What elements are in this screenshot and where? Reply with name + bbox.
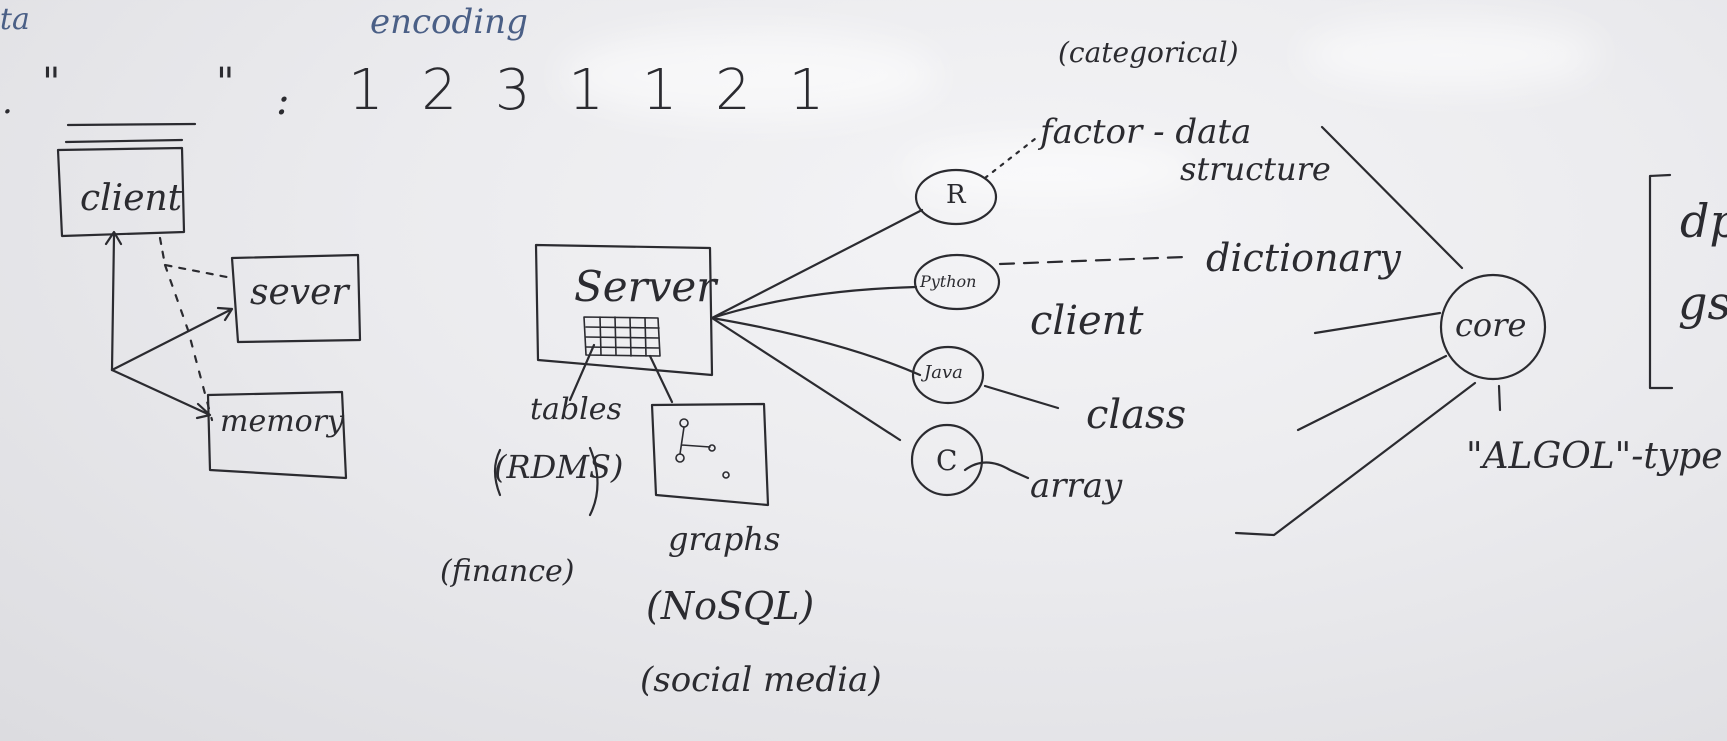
class-label: class bbox=[1086, 392, 1187, 438]
core-circle bbox=[1439, 273, 1547, 381]
nosql-label: (NoSQL) bbox=[646, 584, 815, 628]
quote-close: " bbox=[216, 60, 235, 106]
server-box bbox=[534, 243, 714, 377]
python-label: Python bbox=[920, 272, 977, 291]
spoke-1 bbox=[1320, 125, 1464, 270]
graphs-box bbox=[650, 402, 770, 507]
spoke-4 bbox=[1234, 381, 1477, 537]
graph-icon bbox=[675, 418, 730, 479]
categorical-label: (categorical) bbox=[1058, 36, 1239, 69]
dotted-client-memory bbox=[163, 263, 214, 422]
cut-text-gs: gs bbox=[1678, 276, 1727, 330]
cut-word-ata: ata bbox=[0, 2, 30, 37]
line-server-python bbox=[710, 285, 918, 320]
arrow-to-memory bbox=[110, 368, 212, 420]
dictionary-label: dictionary bbox=[1206, 236, 1401, 280]
leading-dot: . bbox=[2, 82, 13, 122]
social-media-label: (social media) bbox=[640, 660, 882, 700]
sever-label: sever bbox=[250, 272, 349, 313]
graphs-label: graphs bbox=[668, 520, 781, 558]
memory-box bbox=[206, 390, 348, 480]
r-circle bbox=[914, 168, 998, 226]
dashed-r-factor bbox=[983, 133, 1042, 180]
client-label: client bbox=[80, 178, 183, 219]
spoke-3 bbox=[1296, 354, 1448, 432]
dashed-python-dictionary bbox=[998, 255, 1187, 266]
line-server-c bbox=[710, 316, 902, 442]
arrow-up-to-client bbox=[104, 230, 123, 372]
core-label: core bbox=[1455, 306, 1527, 344]
right-bracket bbox=[1648, 173, 1674, 390]
rdms-label: (RDMS) bbox=[494, 448, 624, 486]
client-box bbox=[56, 146, 186, 238]
java-circle bbox=[911, 345, 985, 405]
server-label: Server bbox=[574, 262, 717, 311]
tables-label: tables bbox=[530, 392, 622, 427]
line-c-array bbox=[963, 461, 1030, 480]
array-label: array bbox=[1030, 466, 1123, 506]
structure-label: structure bbox=[1180, 150, 1331, 188]
finance-label: (finance) bbox=[440, 554, 575, 589]
c-label: C bbox=[936, 444, 958, 477]
encoded-values: 1 2 3 1 1 2 1 bbox=[348, 58, 835, 123]
quote-open: " bbox=[42, 60, 61, 106]
table-grid-icon bbox=[583, 316, 661, 357]
client-lang-label: client bbox=[1030, 298, 1144, 344]
sever-box bbox=[230, 253, 362, 344]
c-circle bbox=[910, 423, 984, 497]
python-circle bbox=[913, 253, 1001, 311]
algol-label: "ALGOL"-type bbox=[1466, 436, 1723, 477]
java-label: Java bbox=[924, 362, 963, 383]
cut-text-dp: dp bbox=[1680, 194, 1727, 248]
factor-label: factor - data bbox=[1040, 112, 1252, 152]
line-java-class bbox=[983, 384, 1060, 410]
spoke-2 bbox=[1313, 311, 1442, 335]
core-tick bbox=[1497, 384, 1502, 412]
arrow-to-sever bbox=[110, 306, 234, 372]
blank-underline bbox=[66, 122, 197, 127]
memory-label: memory bbox=[220, 404, 344, 439]
encoding-label: encoding bbox=[370, 2, 528, 42]
r-label: R bbox=[946, 180, 966, 210]
line-server-java bbox=[710, 316, 922, 377]
colon: : bbox=[276, 78, 290, 124]
dotted-client-sever bbox=[158, 236, 234, 280]
line-server-r bbox=[710, 208, 924, 320]
